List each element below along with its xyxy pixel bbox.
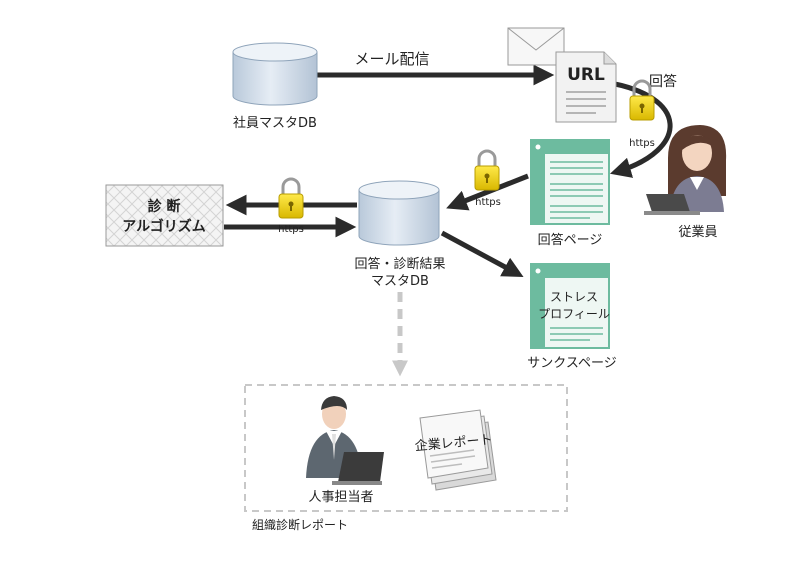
algorithm-label-line2: アルゴリズム [122, 218, 206, 235]
company-report-node: 企業レポート [414, 409, 497, 491]
report-group: 組織診断レポート 人事担当者 [244, 384, 568, 532]
employee-node: 従業員 [644, 125, 727, 240]
answer-page-node: 回答ページ [530, 139, 610, 248]
report-group-label: 組織診断レポート [252, 517, 348, 532]
answer-page-label: 回答ページ [538, 232, 603, 248]
thanks-page-node: ストレス プロフィール サンクスページ [527, 263, 617, 371]
page-to-db-arrow [446, 173, 529, 211]
https-label-algorithm: https [278, 224, 304, 235]
mail-label: メール配信 [354, 50, 429, 68]
envelope-icon [507, 27, 565, 66]
padlock-icon [278, 177, 304, 219]
laptop-icon [644, 194, 700, 215]
hr-person-label: 人事担当者 [308, 490, 373, 505]
answer-arrow [603, 79, 673, 178]
https-label-answer: https [629, 138, 655, 149]
thanks-page-label: サンクスページ [527, 356, 616, 371]
company-report-label: 企業レポート [414, 432, 493, 455]
laptop-icon [332, 452, 384, 485]
database-icon [232, 42, 318, 106]
result-db-label-line2: マスタDB [371, 274, 429, 289]
employee-label: 従業員 [678, 224, 717, 240]
employee-db-node: 社員マスタDB [232, 42, 318, 131]
web-page-icon [530, 139, 610, 225]
https-label-page: https [475, 197, 501, 208]
employee-db-label: 社員マスタDB [233, 115, 317, 131]
answer-label: 回答 [649, 73, 677, 90]
url-node: URL [507, 27, 617, 123]
padlock-icon [474, 149, 500, 191]
thanks-inner-line1: ストレス [550, 290, 598, 304]
padlock-icon [629, 79, 655, 121]
result-db-label-line1: 回答・診断結果 [354, 256, 445, 272]
document-icon [555, 51, 617, 123]
report-stack-icon [419, 409, 497, 491]
hr-person-node: 人事担当者 [306, 396, 384, 505]
algorithm-label-line1: 診 断 [148, 198, 181, 215]
url-label: URL [567, 65, 605, 85]
result-db-node: 回答・診断結果 マスタDB [354, 180, 446, 289]
db-to-thanks-arrow [440, 230, 524, 277]
database-icon [358, 180, 440, 246]
algorithm-node: 診 断 アルゴリズム [105, 184, 224, 247]
web-page-icon [530, 263, 610, 349]
thanks-inner-line2: プロフィール [538, 307, 610, 321]
